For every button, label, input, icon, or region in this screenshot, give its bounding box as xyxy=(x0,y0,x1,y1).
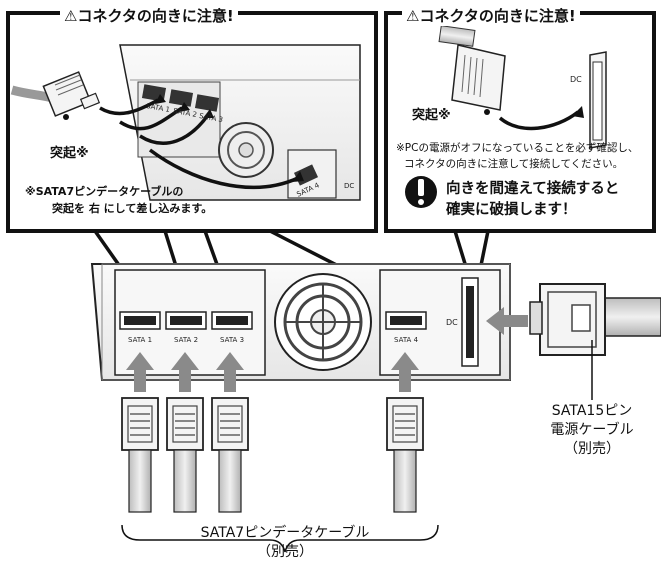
sata-data-cable-1 xyxy=(121,352,159,513)
sata-data-cable-2 xyxy=(166,352,204,513)
left-protrusion-label: 突起※ xyxy=(50,146,89,161)
data-cable-label-line1: SATA7ピンデータケーブル xyxy=(200,525,370,541)
power-cable-label-line1: SATA15ピン xyxy=(551,403,633,419)
left-sata-plug xyxy=(10,71,101,120)
right-panel-title: ⚠コネクタの向きに注意! xyxy=(402,5,580,26)
sata-data-cable-4 xyxy=(386,352,424,513)
sata-data-cables xyxy=(121,352,424,513)
device-port-label-3: SATA 3 xyxy=(220,336,245,344)
right-insert-arrow xyxy=(498,110,580,131)
right-protrusion-label: 突起※ xyxy=(412,108,451,123)
sata-port-4 xyxy=(385,311,427,330)
right-power-plug xyxy=(438,25,506,115)
warning-exclamation-icon xyxy=(405,176,437,208)
sata-port-3 xyxy=(211,311,253,330)
left-note-line1: ※SATA7ピンデータケーブルの xyxy=(25,185,184,198)
device-port-label-4: SATA 4 xyxy=(394,336,419,344)
right-note-line2: コネクタの向きに注意して接続してください。 xyxy=(404,158,624,170)
dc-power-socket xyxy=(461,277,479,367)
sata15-power-cable xyxy=(529,283,661,400)
fan-grille-icon xyxy=(274,273,372,371)
device-port-label-2: SATA 2 xyxy=(174,336,199,344)
sata-data-cable-3 xyxy=(211,352,249,513)
right-note-line1: ※PCの電源がオフになっていることを必ず確認し、 xyxy=(396,142,639,154)
data-cable-bracket xyxy=(121,524,439,553)
data-cable-label: SATA7ピンデータケーブル （別売） xyxy=(150,524,420,562)
right-callout-panel xyxy=(384,11,656,281)
data-cable-label-line2: （別売） xyxy=(257,544,313,560)
left-note-line2: 突起を 右 にして差し込みます。 xyxy=(52,202,213,215)
left-panel-title: ⚠コネクタの向きに注意! xyxy=(60,5,238,26)
device-port-label-1: SATA 1 xyxy=(128,336,153,344)
warning-line2: 確実に破損します！ xyxy=(446,202,577,218)
right-dc-socket xyxy=(589,51,607,149)
power-cable-label-line2: 電源ケーブル xyxy=(550,422,634,438)
power-cable-label: SATA15ピン 電源ケーブル （別売） xyxy=(530,402,654,459)
device-dc-label: DC xyxy=(446,318,458,327)
left-callout-panel xyxy=(6,11,406,302)
right-dc-label: DC xyxy=(570,75,582,84)
sata-port-2 xyxy=(165,311,207,330)
sata-port-1 xyxy=(119,311,161,330)
power-cable-label-line3: （別売） xyxy=(564,441,620,457)
left-insert-arrows xyxy=(99,98,299,190)
left-panel-device xyxy=(119,44,361,201)
left-dc-label: DC xyxy=(344,182,355,190)
warning-line1: 向きを間違えて接続すると xyxy=(446,181,620,197)
power-insert-arrow xyxy=(486,307,528,335)
